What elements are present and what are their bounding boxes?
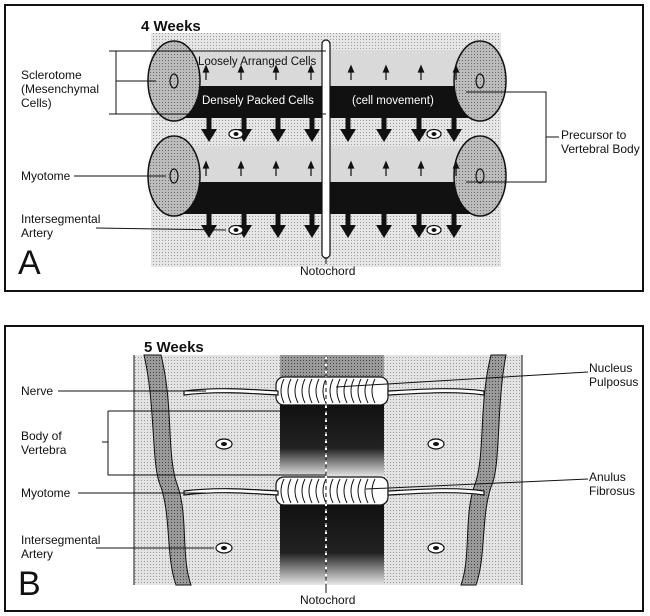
vertebral-column bbox=[275, 355, 389, 585]
myotome-discs bbox=[147, 40, 507, 217]
nerves bbox=[183, 388, 485, 496]
myotome-label-b: Myotome bbox=[21, 486, 71, 500]
nucleus-pulposus-label: Nucleus Pulposus bbox=[589, 361, 639, 389]
intersegmental-artery-markers-b bbox=[215, 438, 445, 554]
notochord-rod bbox=[321, 39, 331, 259]
panel-b-leader-lines bbox=[58, 371, 589, 549]
intersegmental-artery-markers bbox=[228, 128, 442, 236]
densely-packed-label: Densely Packed Cells bbox=[202, 95, 314, 107]
panel-b: 5 Weeks B Nerve Nucleus Pulposus Body of… bbox=[4, 325, 644, 612]
myotome-right bbox=[460, 354, 507, 586]
notochord-label-b: Notochord bbox=[300, 593, 356, 607]
panel-b-illustration bbox=[58, 354, 589, 593]
artery-label-b: Intersegmental Artery bbox=[21, 533, 101, 561]
anulus-fibrosus-label: Anulus Fibrosus bbox=[589, 470, 636, 498]
nerve-label: Nerve bbox=[21, 384, 54, 398]
panel-a-time-label: 4 Weeks bbox=[141, 18, 201, 35]
loosely-arranged-label: Loosely Arranged Cells bbox=[198, 56, 317, 68]
precursor-label: Precursor to Vertebral Body bbox=[561, 128, 640, 156]
artery-label-a: Intersegmental Artery bbox=[21, 212, 101, 240]
myotome-left bbox=[143, 354, 192, 586]
notochord-label-a: Notochord bbox=[300, 264, 356, 278]
cell-movement-arrows bbox=[201, 118, 462, 238]
panel-a-leader-lines bbox=[74, 50, 559, 231]
myotome-label-a: Myotome bbox=[21, 169, 71, 183]
panel-a-letter: A bbox=[18, 244, 41, 282]
panel-a-illustration bbox=[74, 33, 559, 267]
sclerotome-label: Sclerotome (Mesenchymal Cells) bbox=[21, 68, 100, 110]
cell-movement-label: (cell movement) bbox=[352, 95, 434, 107]
panel-b-letter: B bbox=[18, 565, 41, 603]
small-arrows bbox=[202, 64, 460, 176]
panel-b-time-label: 5 Weeks bbox=[144, 339, 204, 356]
panel-a: 4 Weeks A Sclerotome (Mesenchymal Cells)… bbox=[4, 4, 644, 292]
body-of-vertebra-label: Body of Vertebra bbox=[21, 429, 67, 457]
vertebral-body-upper bbox=[280, 405, 384, 477]
vertebral-body-lower bbox=[280, 505, 384, 585]
